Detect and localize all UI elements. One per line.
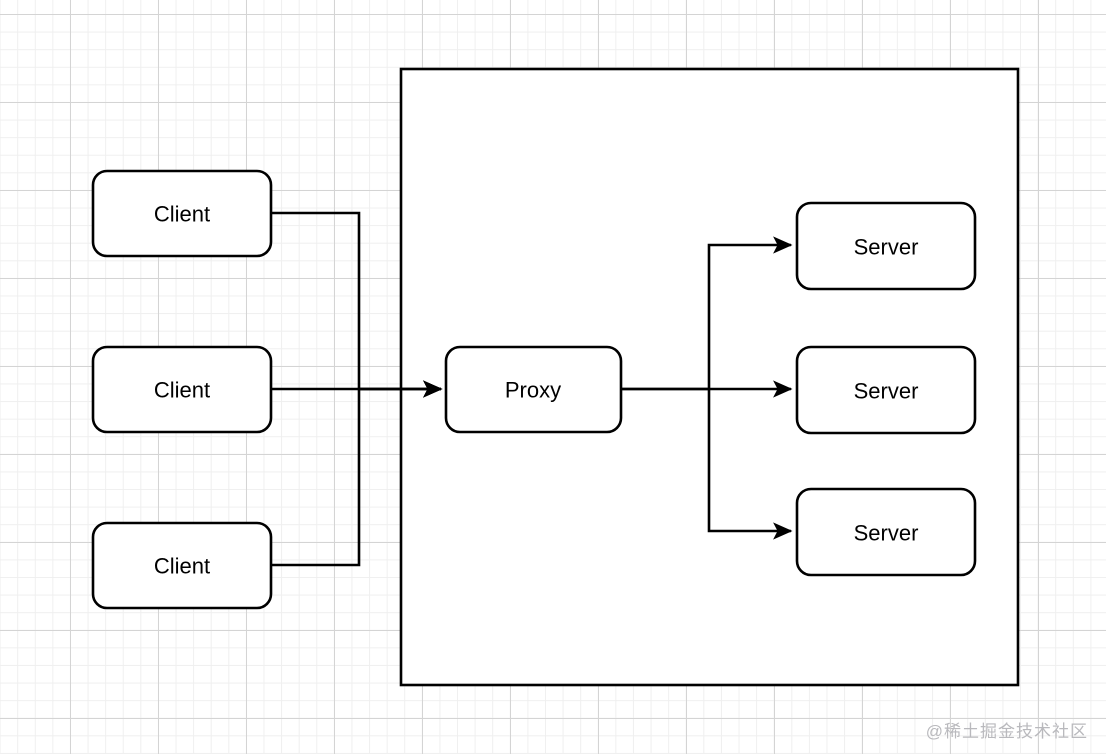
watermark: @稀土掘金技术社区 xyxy=(925,722,1088,741)
node-server-2[interactable]: Server xyxy=(795,345,977,435)
node-server-3[interactable]: Server xyxy=(795,487,977,577)
node-proxy-label: Proxy xyxy=(505,378,561,403)
node-server-3-shape[interactable] xyxy=(795,487,977,577)
node-client-3-shape[interactable] xyxy=(91,521,273,610)
node-server-2-shape[interactable] xyxy=(795,345,977,435)
node-client-2[interactable]: Client xyxy=(91,345,273,434)
node-client-1[interactable]: Client xyxy=(91,169,273,258)
node-server-3-label: Server xyxy=(854,521,919,546)
edge-layer xyxy=(271,211,793,567)
node-server-1-shape[interactable] xyxy=(795,201,977,291)
node-server-1[interactable]: Server xyxy=(795,201,977,291)
node-client-3-label: Client xyxy=(154,554,210,579)
node-proxy[interactable]: Proxy xyxy=(444,345,623,434)
edge-proxy-server3 xyxy=(707,389,793,540)
node-client-2-shape[interactable] xyxy=(91,345,273,434)
node-client-2-label: Client xyxy=(154,378,210,403)
node-client-3[interactable]: Client xyxy=(91,521,273,610)
node-server-1-label: Server xyxy=(854,235,919,260)
node-client-1-label: Client xyxy=(154,202,210,227)
edge-client3-proxy xyxy=(271,380,443,567)
node-layer: Client Client Client Proxy Server Server xyxy=(91,169,977,610)
node-client-1-shape[interactable] xyxy=(91,169,273,258)
node-server-2-label: Server xyxy=(854,379,919,404)
node-proxy-shape[interactable] xyxy=(444,345,623,434)
